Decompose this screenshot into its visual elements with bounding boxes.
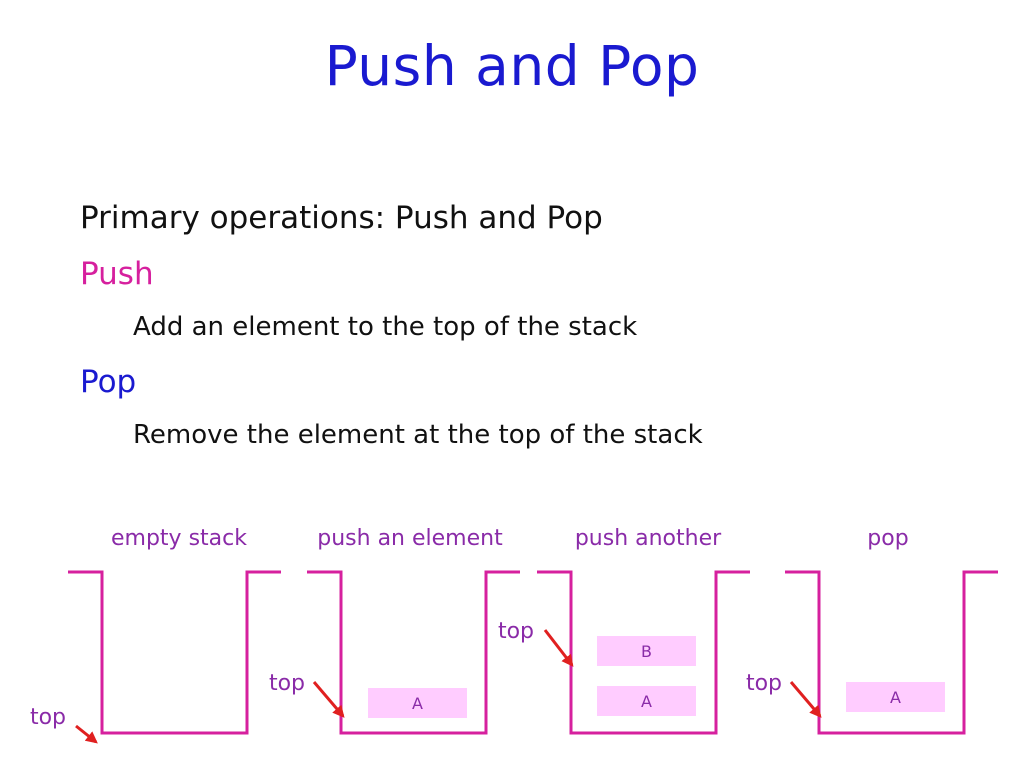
stack-caption-2: push an element — [317, 526, 503, 551]
stack-3-element-box-A — [597, 686, 696, 716]
stack-1-top-arrow — [75, 724, 98, 744]
stack-1-top-label: top — [30, 705, 66, 730]
stack-outline-3 — [537, 570, 750, 735]
stack-3-top-arrow — [543, 629, 574, 667]
bullet-push-description: Add an element to the top of the stack — [133, 312, 638, 342]
stack-caption-1: empty stack — [111, 526, 247, 551]
stack-4-top-arrow — [789, 681, 822, 718]
stack-2-top-arrow — [312, 681, 345, 718]
stack-outline-4 — [785, 570, 998, 735]
stack-4-element-label-A: A — [890, 688, 901, 707]
slide-title: Push and Pop — [324, 34, 700, 98]
stack-caption-4: pop — [867, 526, 908, 551]
bullet-primary-operations: Primary operations: Push and Pop — [80, 200, 603, 236]
stack-3-element-box-B — [597, 636, 696, 666]
stack-2-element-box-A — [368, 688, 467, 718]
bullet-pop-heading: Pop — [80, 364, 137, 400]
stack-4-element-box-A — [846, 682, 945, 712]
stack-3-top-label: top — [498, 619, 534, 644]
stack-caption-3: push another — [575, 526, 722, 551]
stack-outline-1 — [68, 570, 281, 735]
stack-2-element-label-A: A — [412, 694, 423, 713]
stack-4-top-label: top — [746, 671, 782, 696]
bullet-push-heading: Push — [80, 256, 154, 292]
bullet-pop-description: Remove the element at the top of the sta… — [133, 420, 703, 450]
stack-outline-2 — [307, 570, 520, 735]
stack-3-element-label-A: A — [641, 692, 652, 711]
stack-3-element-label-B: B — [641, 642, 652, 661]
stack-2-top-label: top — [269, 671, 305, 696]
